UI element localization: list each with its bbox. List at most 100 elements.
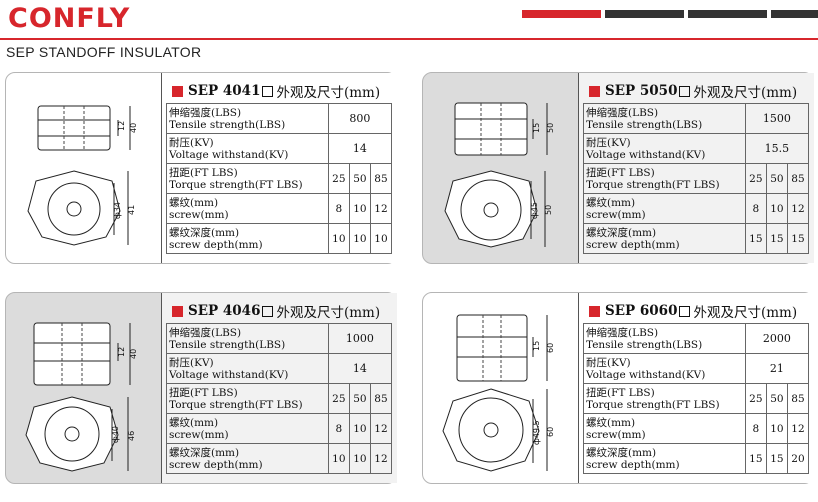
spec-panel: SEP 5050 外观及尺寸(mm) 伸缩强度(LBS)Tensile stre… [578,73,814,263]
table-row: 螺纹深度(mm)screw depth(mm) 10 10 10 [166,223,393,254]
value-depth: 10 [348,223,371,254]
label-en: screw(mm) [169,208,229,221]
label-depth: 螺纹深度(mm)screw depth(mm) [583,443,746,474]
spec-title: SEP 6060 外观及尺寸(mm) [589,301,797,321]
spec-title: SEP 4041 外观及尺寸(mm) [172,81,380,101]
product-card-sep-4046: 12 40 ф40 46 SEP 4046 外观及尺寸(mm) 伸缩强度(LBS… [5,292,397,484]
spec-table: 伸缩强度(LBS)Tensile strength(LBS) 1000 耐压(K… [166,323,393,474]
value-screw: 10 [348,193,371,224]
bullet-square-icon [589,305,600,317]
value-torque: 85 [369,383,393,414]
value-screw: 12 [786,193,810,224]
spec-table: 伸缩强度(LBS)Tensile strength(LBS) 1500 耐压(K… [583,103,810,254]
product-card-sep-4041: 12 40 ф34 41 SEP 4041 外观及尺寸(mm) 伸缩强度(LBS… [5,72,397,264]
title-suffix: 外观及尺寸(mm) [693,305,798,321]
checkbox-square-icon [679,85,691,97]
dim-height-total: 50 [546,123,555,133]
table-row: 伸缩强度(LBS)Tensile strength(LBS) 2000 [583,323,810,354]
decor-bar [605,10,684,18]
label-en: Tensile strength(LBS) [169,338,286,351]
value-screw: 10 [765,413,788,444]
label-en: Voltage withstand(KV) [169,368,289,381]
insulator-drawing: 15 60 ф49.5 60 [442,314,555,472]
label-voltage: 耐压(KV)Voltage withstand(KV) [166,353,329,384]
table-row: 螺纹(mm)screw(mm) 8 10 12 [583,193,810,224]
checkbox-square-icon [262,305,274,317]
label-cn: 扭距(FT LBS) [586,386,655,399]
label-cn: 伸缩强度(LBS) [169,326,242,339]
title-suffix: 外观及尺寸(mm) [276,85,381,101]
label-cn: 螺纹(mm) [586,196,636,209]
dim-height-total: 60 [546,343,555,353]
checkbox-square-icon [679,305,691,317]
product-card-sep-5050: 15 50 ф45 50 SEP 5050 外观及尺寸(mm) 伸缩强度(LBS… [422,72,814,264]
dim-height-small: 12 [117,121,126,131]
dim-height-small: 12 [117,347,126,357]
table-row: 螺纹(mm)screw(mm) 8 10 12 [166,413,393,444]
page-subtitle: SEP STANDOFF INSULATOR [6,44,202,60]
table-row: 耐压(KV)Voltage withstand(KV) 14 [166,133,393,164]
value-torque: 50 [765,383,788,414]
label-cn: 耐压(KV) [586,136,631,149]
bullet-square-icon [589,85,600,97]
value-depth: 15 [786,223,810,254]
label-en: Torque strength(FT LBS) [586,178,720,191]
label-depth: 螺纹深度(mm)screw depth(mm) [166,223,329,254]
label-en: Voltage withstand(KV) [586,368,706,381]
table-row: 耐压(KV)Voltage withstand(KV) 14 [166,353,393,384]
decor-bar [771,10,818,18]
value-torque: 25 [744,163,767,194]
label-torque: 扭距(FT LBS)Torque strength(FT LBS) [166,163,329,194]
value-voltage: 14 [327,353,393,384]
label-torque: 扭距(FT LBS)Torque strength(FT LBS) [166,383,329,414]
dim-height-total: 40 [129,349,138,359]
label-voltage: 耐压(KV)Voltage withstand(KV) [166,133,329,164]
dim-diameter-inner: ф45 [530,202,539,219]
label-screw: 螺纹(mm)screw(mm) [583,193,746,224]
bullet-square-icon [172,305,183,317]
checkbox-square-icon [262,85,274,97]
value-tensile: 800 [327,103,393,134]
spec-panel: SEP 4046 外观及尺寸(mm) 伸缩强度(LBS)Tensile stre… [161,293,397,483]
label-cn: 扭距(FT LBS) [169,386,238,399]
value-torque: 50 [765,163,788,194]
table-row: 耐压(KV)Voltage withstand(KV) 21 [583,353,810,384]
value-torque: 85 [786,383,810,414]
model-name: SEP 5050 [605,83,678,99]
dim-height-small: 15 [532,341,541,351]
table-row: 螺纹深度(mm)screw depth(mm) 15 15 20 [583,443,810,474]
label-en: screw depth(mm) [169,238,263,251]
value-depth: 20 [786,443,810,474]
value-depth: 10 [369,223,393,254]
label-cn: 螺纹(mm) [169,416,219,429]
label-cn: 伸缩强度(LBS) [169,106,242,119]
label-tensile: 伸缩强度(LBS)Tensile strength(LBS) [583,323,746,354]
value-voltage: 21 [744,353,810,384]
label-voltage: 耐压(KV)Voltage withstand(KV) [583,353,746,384]
label-en: Torque strength(FT LBS) [169,398,303,411]
label-en: Tensile strength(LBS) [586,118,703,131]
value-depth: 15 [744,223,767,254]
dim-diameter-outer: 46 [127,431,136,441]
value-depth: 15 [744,443,767,474]
label-tensile: 伸缩强度(LBS)Tensile strength(LBS) [166,103,329,134]
title-suffix: 外观及尺寸(mm) [276,305,381,321]
label-en: Tensile strength(LBS) [169,118,286,131]
table-row: 扭距(FT LBS)Torque strength(FT LBS) 25 50 … [583,163,810,194]
dim-diameter-outer: 60 [546,427,555,437]
value-torque: 50 [348,383,371,414]
header-divider [0,38,818,40]
table-row: 伸缩强度(LBS)Tensile strength(LBS) 800 [166,103,393,134]
decor-bar [688,10,767,18]
logo-text: CONFLY [8,3,130,32]
label-torque: 扭距(FT LBS)Torque strength(FT LBS) [583,383,746,414]
table-row: 螺纹(mm)screw(mm) 8 10 12 [583,413,810,444]
label-cn: 螺纹深度(mm) [586,226,657,239]
value-voltage: 14 [327,133,393,164]
value-tensile: 2000 [744,323,810,354]
label-tensile: 伸缩强度(LBS)Tensile strength(LBS) [583,103,746,134]
value-screw: 8 [327,413,350,444]
dim-diameter-inner: ф49.5 [532,420,541,445]
spec-panel: SEP 6060 外观及尺寸(mm) 伸缩强度(LBS)Tensile stre… [578,293,814,483]
dim-diameter-inner: ф40 [111,426,120,443]
